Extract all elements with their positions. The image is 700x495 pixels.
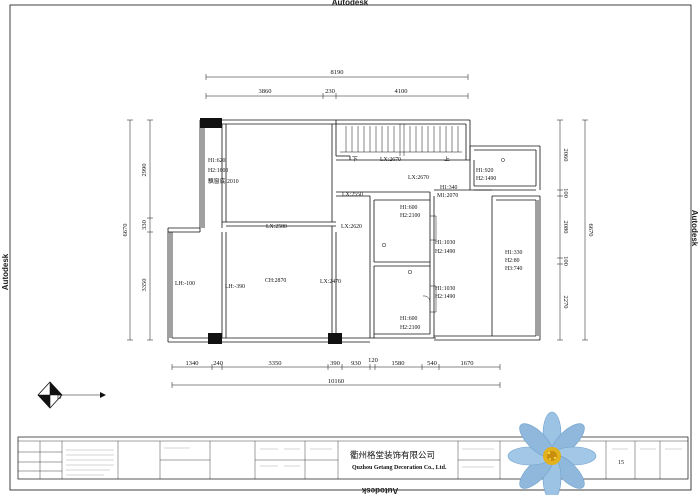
compass-symbol: A B C D (37, 381, 106, 409)
dimension-lines (127, 74, 588, 388)
label-stair-down: 下 (352, 156, 358, 163)
dim-right-total: 6670 (587, 224, 594, 237)
dim-top-3: 4100 (395, 88, 408, 95)
compass-letter-b: B (52, 389, 56, 395)
dim-top-1: 3860 (259, 88, 272, 95)
company-name-cn: 衢州格堂装饰有限公司 (350, 450, 435, 461)
label-balcony-top-h2: H2:1490 (476, 176, 496, 182)
dim-right-5: 2270 (562, 296, 569, 309)
dim-bottom-8: 540 (427, 360, 437, 367)
label-window-a-h2: H2:2100 (400, 213, 420, 219)
dim-left-total: 6670 (122, 224, 129, 237)
label-m1-2070: M1:2070 (437, 193, 458, 199)
dim-bottom-total: 10160 (328, 378, 344, 385)
label-lx-2670b: LX:2670 (408, 175, 429, 181)
label-bedroom-h1: H1:620 (208, 158, 225, 164)
dim-right-1: 2060 (562, 149, 569, 162)
label-window-d-h2: H2:2100 (400, 325, 420, 331)
label-lx-2470: LX:2470 (320, 279, 341, 285)
watermark-right: Autodesk (690, 210, 699, 247)
label-lh-100: LH:-100 (175, 281, 195, 287)
dim-bottom-5: 930 (351, 360, 361, 367)
dim-bottom-9: 1670 (461, 360, 474, 367)
label-balcony-h1: H1:330 (505, 250, 522, 256)
dim-bottom-2: 240 (213, 360, 223, 367)
compass-letter-a: A (44, 389, 49, 395)
label-stair-lx: LX:2670 (380, 157, 401, 163)
label-balcony-top-h1: H1:920 (476, 168, 493, 174)
label-window-d-h1: H1:600 (400, 316, 417, 322)
label-window-c-h2: H2:1490 (435, 294, 455, 300)
watermark-top: Autodesk (332, 0, 369, 7)
dim-bottom-1: 1340 (186, 360, 199, 367)
label-window-b-h1: H1:1030 (435, 240, 455, 246)
dim-left-1: 2990 (141, 164, 148, 177)
compass-letter-c: C (44, 398, 48, 404)
walls (167, 119, 541, 343)
label-lh-390: LH:-390 (225, 284, 245, 290)
dim-bottom-4: 390 (330, 360, 340, 367)
sheet-number: 15 (618, 460, 624, 466)
dim-right-4: 100 (562, 256, 569, 266)
columns (200, 118, 342, 344)
dim-right-3: 2080 (562, 221, 569, 234)
dim-bottom-7: 1580 (392, 360, 405, 367)
dim-left-3: 3350 (141, 279, 148, 292)
label-balcony-h2: H2:80 (505, 258, 520, 264)
label-bedroom-sill: 飘窗底:2010 (208, 177, 239, 185)
label-bedroom-h2: H2:1600 (208, 168, 228, 174)
staircase (340, 124, 462, 156)
sheet-border (9, 4, 692, 491)
flower-decoration (507, 411, 597, 495)
label-stair-up: 上 (444, 155, 450, 163)
dim-left-2: 330 (141, 220, 148, 230)
label-lx-2550: LX:2550 (342, 192, 363, 198)
fixtures (381, 158, 505, 313)
label-window-a-h1: H1:600 (400, 205, 417, 211)
label-lx-2620: LX:2620 (341, 224, 362, 230)
watermark-left: Autodesk (1, 253, 10, 290)
room-labels: H1:620 H2:1600 飘窗底:2010 LX:2670 下 上 LX:2… (175, 155, 522, 331)
compass-letter-d: D (57, 395, 62, 401)
label-balcony-h3: H3:740 (505, 266, 522, 272)
watermark-bottom: Autodesk (361, 486, 398, 495)
dim-top-2: 230 (325, 88, 335, 95)
label-window-c-h1: H1:1030 (435, 286, 455, 292)
dim-top-total: 8190 (331, 69, 344, 76)
label-ch-2870: CH:2870 (265, 278, 286, 284)
label-h1-340: H1:340 (440, 185, 457, 191)
company-name-en: Quzhou Getang Decoration Co., Ltd. (352, 465, 447, 471)
dim-bottom-3: 3350 (269, 360, 282, 367)
dim-bottom-6: 120 (368, 357, 378, 364)
dim-right-2: 100 (562, 188, 569, 198)
label-lx-2580: LX:2580 (266, 224, 287, 230)
label-window-b-h2: H2:1490 (435, 249, 455, 255)
